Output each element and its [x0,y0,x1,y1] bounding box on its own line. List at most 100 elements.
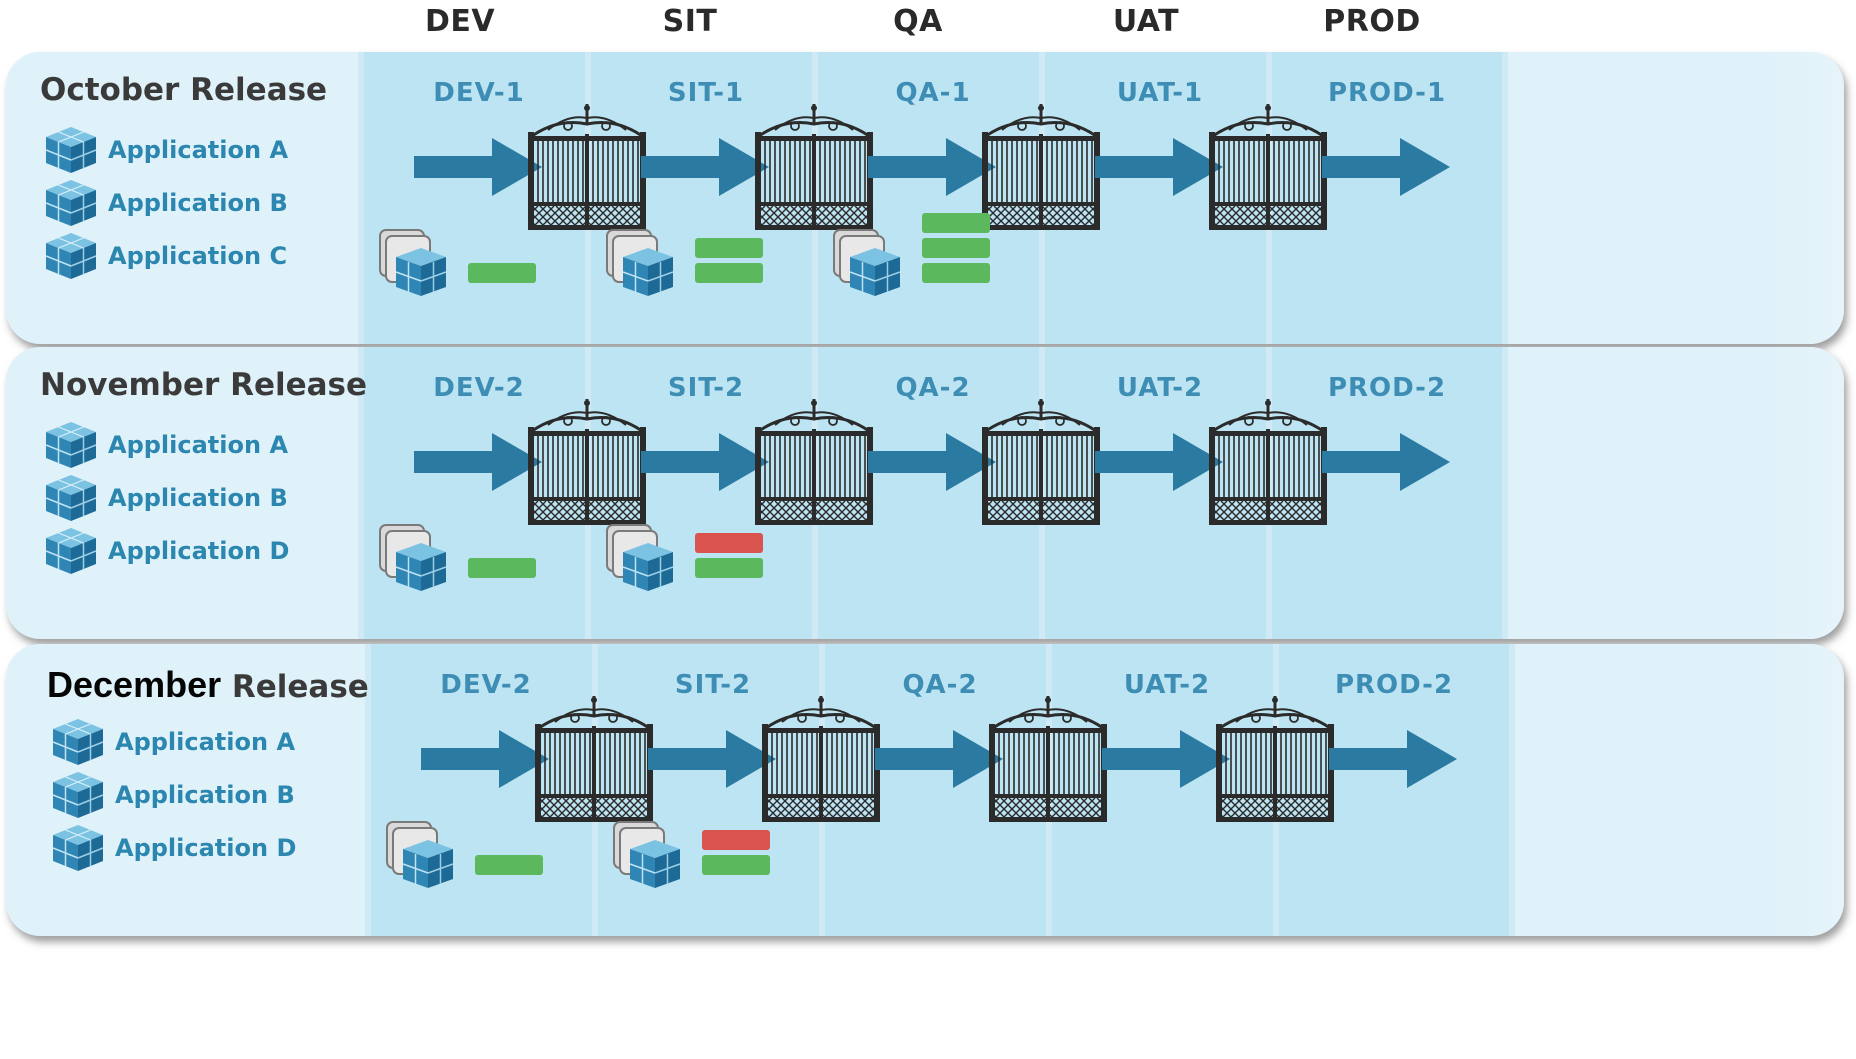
application-item: Application D [51,822,296,874]
cube-icon [52,772,104,818]
application-item: Application D [44,525,289,577]
release-title: December Release [47,664,369,706]
arrow-right-icon [641,433,769,491]
environment-label: QA-1 [895,78,971,108]
arrow-right-icon [1102,730,1230,788]
status-bar-pass [922,213,990,233]
cube-icon [45,127,97,173]
stage-header-dev: DEV [424,4,496,39]
gate-icon [982,104,1100,230]
gate-icon [528,399,646,525]
application-label: Application B [108,484,288,512]
package-stack-icon [833,229,901,296]
cube-icon [45,233,97,279]
application-label: Application A [108,431,289,459]
cube-icon [45,475,97,521]
application-label: Application D [108,537,290,565]
release-month: December [47,664,222,705]
application-item: Application B [44,472,288,524]
gate-icon [989,696,1107,822]
package-stack-icon [613,821,681,888]
arrow-right-icon [1329,730,1457,788]
status-bar-pass [695,238,763,258]
stage-header-qa: QA [893,4,943,39]
application-label: Application C [108,242,288,270]
cube-icon [52,825,104,871]
status-bar-fail [695,533,763,553]
release-title: October Release [40,72,328,108]
status-bar-fail [702,830,770,850]
status-bar-pass [695,263,763,283]
release-title: November Release [40,367,368,403]
environment-label: DEV-2 [440,670,532,700]
stage-lane [592,644,834,936]
gate-icon [1216,696,1334,822]
arrow-right-icon [868,433,996,491]
environment-label: PROD-1 [1327,78,1447,108]
stage-header-uat: UAT [1112,4,1180,39]
stage-lane [358,52,600,344]
environment-label: UAT-1 [1116,78,1204,108]
application-label: Application A [115,728,296,756]
stage-lane [1273,644,1515,936]
gate-icon [755,399,873,525]
environment-label: UAT-2 [1116,373,1204,403]
gate-icon [535,696,653,822]
arrow-right-icon [414,138,542,196]
stage-lane [1039,347,1281,639]
package-stack-icon [379,229,447,296]
status-bar-pass [922,263,990,283]
gate-icon [762,696,880,822]
status-bar-pass [475,855,543,875]
stage-lane [1266,52,1508,344]
cube-icon [52,719,104,765]
package-stack-icon [379,524,447,591]
environment-label: PROD-2 [1334,670,1454,700]
environment-label: SIT-1 [667,78,745,108]
environment-label: QA-2 [902,670,978,700]
application-label: Application B [115,781,295,809]
gate-icon [1209,399,1327,525]
stage-lane [819,644,1061,936]
gate-icon [528,104,646,230]
application-item: Application B [51,769,295,821]
stage-header-prod: PROD [1323,4,1421,39]
application-label: Application A [108,136,289,164]
stage-lane [812,347,1054,639]
application-label: Application D [115,834,297,862]
status-bar-pass [702,855,770,875]
panel-edge [1754,347,1844,639]
panel-edge [1754,52,1844,344]
application-label: Application B [108,189,288,217]
application-item: Application B [44,177,288,229]
environment-label: PROD-2 [1327,373,1447,403]
stage-lane [1046,644,1288,936]
application-item: Application C [44,230,287,282]
stage-lane [1039,52,1281,344]
status-bar-pass [468,558,536,578]
cube-icon [45,528,97,574]
environment-label: QA-2 [895,373,971,403]
release-title-rest: Release [231,669,369,705]
package-stack-icon [606,524,674,591]
arrow-right-icon [414,433,542,491]
arrow-right-icon [1322,138,1450,196]
environment-label: SIT-2 [667,373,745,403]
package-stack-icon [606,229,674,296]
stage-lane [1266,347,1508,639]
status-bar-pass [922,238,990,258]
stage-lane [812,52,1054,344]
stage-lane [358,347,600,639]
panel-edge [1754,644,1844,936]
arrow-right-icon [641,138,769,196]
arrow-right-icon [421,730,549,788]
arrow-right-icon [1095,433,1223,491]
environment-label: DEV-1 [433,78,525,108]
application-item: Application A [51,716,295,768]
arrow-right-icon [1322,433,1450,491]
gate-icon [982,399,1100,525]
